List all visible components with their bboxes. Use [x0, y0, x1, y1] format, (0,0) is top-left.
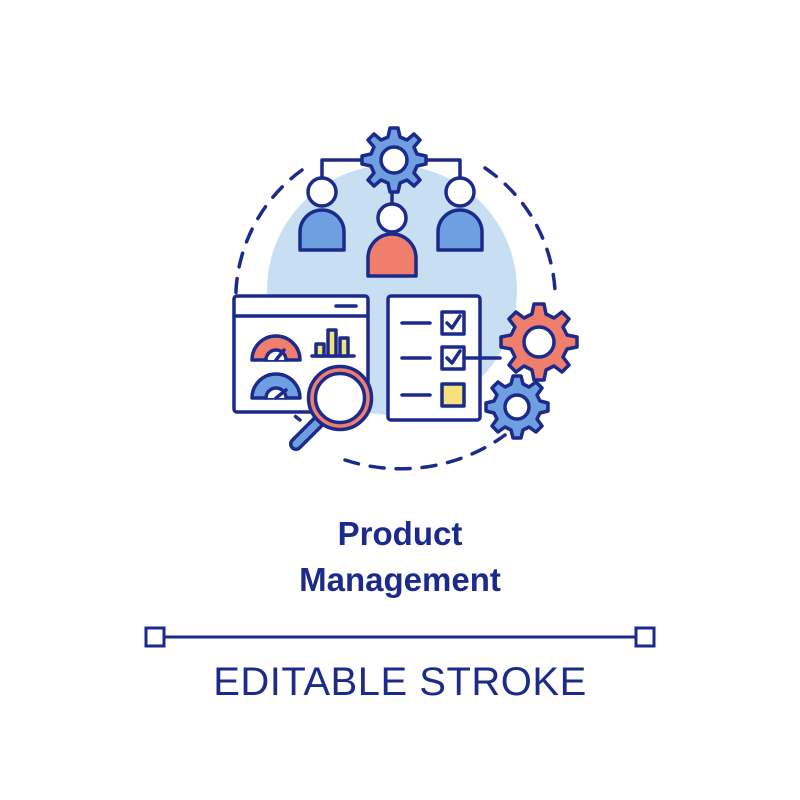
dashboard-window — [232, 294, 370, 414]
magnifier-icon — [289, 364, 374, 451]
editable-stroke-label: EDITABLE STROKE — [213, 660, 587, 704]
person-icon-center — [366, 190, 418, 278]
title-line-1: Product — [337, 515, 463, 552]
checklist-icon — [386, 294, 502, 422]
bar-chart-icon — [310, 328, 356, 358]
dashed-ring-bottom — [343, 433, 507, 471]
person-icon-right — [436, 176, 484, 252]
org-connector — [320, 158, 462, 180]
gear-icon-blue — [484, 374, 550, 440]
gear-icon-coral — [499, 302, 579, 382]
gear-icon-top — [360, 126, 428, 194]
person-icon-left — [298, 176, 346, 252]
title-line-2: Management — [299, 561, 501, 598]
